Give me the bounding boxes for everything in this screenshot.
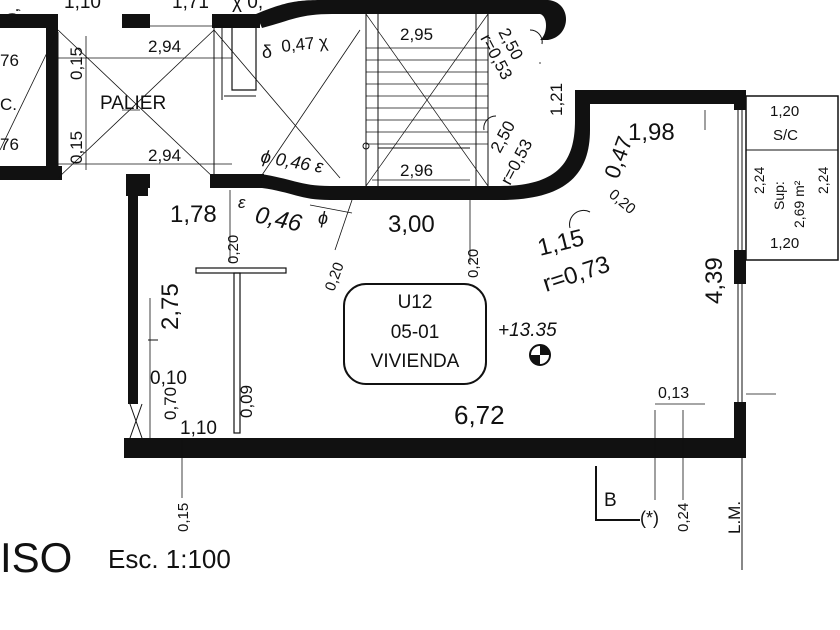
plan-title: ISO	[0, 534, 72, 581]
room-palier: PALIER	[100, 93, 166, 114]
unit-level: +13.35	[498, 320, 557, 341]
dim-phi046: ϕ 0,46 ε	[259, 146, 326, 177]
unit-code: U12	[398, 292, 433, 313]
dim-delta: δ	[262, 42, 272, 62]
dim-020-corner: 0,20	[605, 186, 638, 218]
wall-top-mid2	[212, 14, 260, 28]
wall-left-1	[46, 28, 58, 178]
dim-eps: ε	[238, 193, 246, 212]
dim-c: C.	[0, 95, 17, 114]
dim-294-a: 2,94	[148, 37, 181, 56]
level-marker-icon	[529, 344, 551, 366]
wall-palier-bottom-2	[210, 174, 264, 188]
sc-top: 1,20	[770, 103, 799, 120]
plan-lines	[0, 13, 839, 570]
dim-020-b: 0,20	[322, 260, 348, 293]
sc-label: S/C	[773, 127, 798, 144]
dim-010: 0,10	[150, 368, 187, 389]
sc-bottom: 1,20	[770, 235, 799, 252]
dim-x-top: χ 0,	[232, 0, 263, 13]
sc-area: 2,69 m²	[791, 180, 807, 228]
dim-0-left: 0,	[3, 8, 22, 22]
section-mark-b	[595, 466, 640, 521]
wall-unit-right-top	[734, 90, 746, 110]
wall-palier-bottom	[126, 174, 150, 188]
walls	[0, 0, 746, 458]
wall-palier-bottom-left	[0, 166, 62, 180]
plan-scale: Esc. 1:100	[108, 544, 231, 574]
dim-015-a: 0,15	[67, 47, 86, 80]
dim-110: 1,10	[180, 418, 217, 439]
dim-020-a: 0,20	[225, 235, 242, 264]
dim-015-b: 0,15	[67, 131, 86, 164]
wall-top-left	[0, 14, 58, 28]
dim-121: 1,21	[547, 83, 566, 116]
dim-070: 0,70	[161, 387, 180, 420]
dim-178: 1,78	[170, 201, 217, 228]
sc-height-right: 2,24	[815, 167, 831, 194]
lm-label: L.M.	[725, 501, 744, 534]
wall-stair-bottom	[260, 90, 746, 200]
sc-box	[745, 95, 839, 261]
dim-115: 1,15	[535, 224, 587, 262]
dim-015-bottom: 0,15	[175, 503, 192, 532]
dim-009: 0,09	[237, 385, 256, 418]
fixture-bar-h	[195, 267, 287, 274]
dim-198: 1,98	[628, 119, 675, 146]
dim-1-10-top: 1,10	[64, 0, 101, 13]
dim-300: 3,00	[388, 211, 435, 238]
dim-013: 0,13	[658, 385, 689, 402]
dim-phi: ϕ	[318, 208, 328, 228]
wall-top-mid	[122, 14, 150, 28]
sc-box-text: 1,20 S/C 2,24 Sup: 2,69 m² 2,24 1,20	[751, 103, 831, 252]
unit-use: VIVIENDA	[371, 351, 460, 372]
dim-672: 6,72	[454, 400, 505, 430]
dim-76-a: 76	[0, 51, 19, 70]
dim-046: 0,46	[253, 201, 305, 237]
dim-76-b: 76	[0, 135, 19, 154]
dim-275: 2,75	[157, 283, 184, 330]
section-b-label: B	[604, 490, 617, 511]
unit-number: 05-01	[391, 322, 440, 343]
wall-unit-left-v	[128, 186, 138, 404]
dim-294-b: 2,94	[148, 146, 181, 165]
dim-020-c: 0,20	[465, 249, 482, 278]
sc-height-left: 2,24	[751, 167, 767, 194]
wall-unit-right-bot	[734, 402, 746, 458]
wall-unit-bottom	[124, 438, 746, 458]
unit-tag-frame	[343, 283, 487, 385]
dim-439: 4,39	[701, 257, 728, 304]
dim-295: 2,95	[400, 25, 433, 44]
sc-sup-label: Sup:	[771, 181, 787, 210]
unit-tag: U12 05-01 VIVIENDA	[343, 283, 487, 385]
dim-1-71-top: 1,71	[172, 0, 209, 13]
dim-047-chi: 0,47 χ	[280, 32, 329, 56]
dim-024: 0,24	[675, 503, 692, 532]
dim-296: 2,96	[400, 161, 433, 180]
fixture-bar-v	[233, 272, 241, 434]
note-mark: (*)	[640, 508, 659, 528]
wall-unit-right-mid	[734, 250, 746, 284]
wall-stair-top	[256, 0, 566, 40]
stair	[362, 13, 489, 187]
